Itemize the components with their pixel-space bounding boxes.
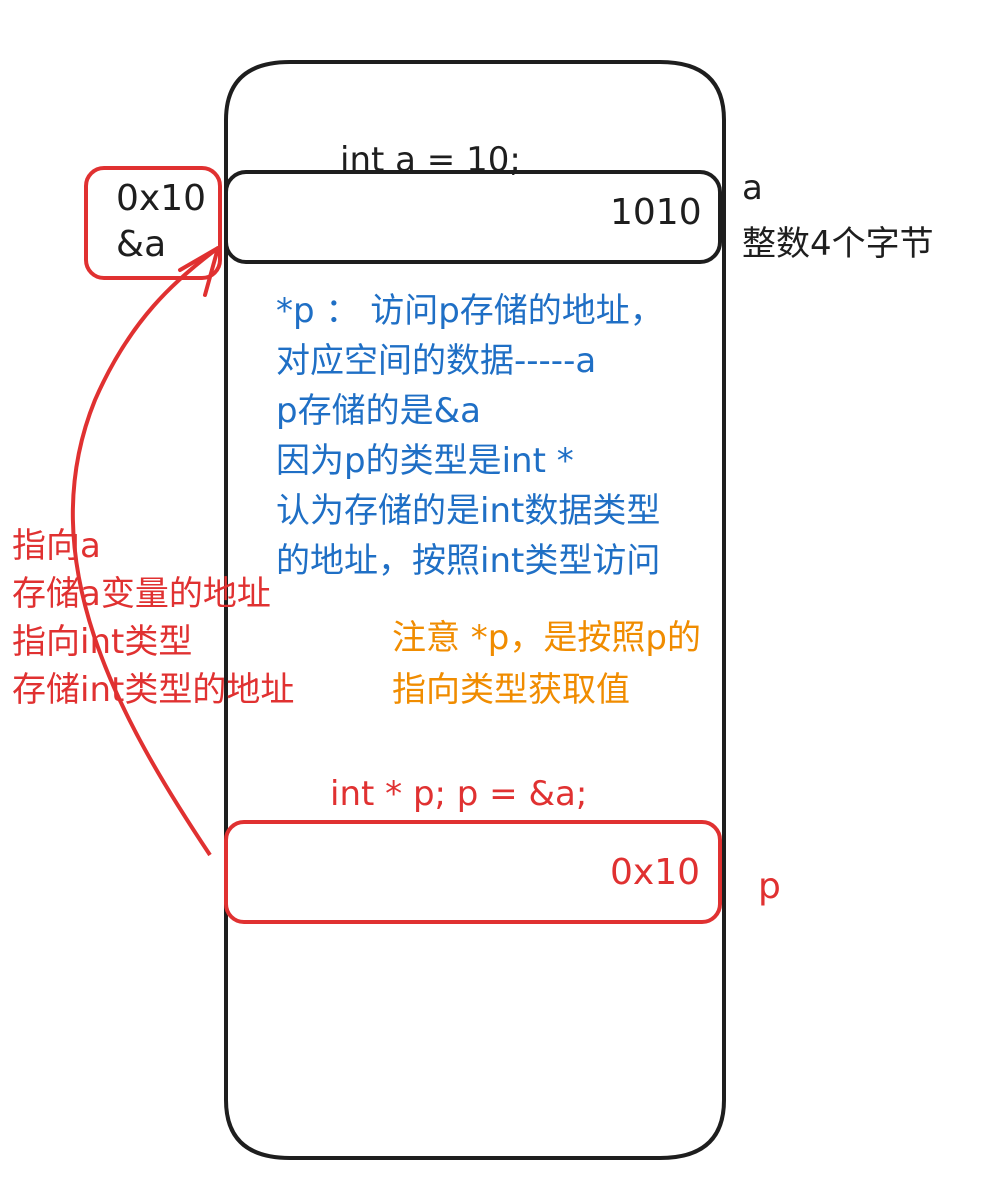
blue-note-line: 因为p的类型是int *	[276, 441, 574, 481]
blue-note: *p ： 访问p存储的地址， 对应空间的数据-----a p存储的是&a 因为p…	[276, 286, 664, 586]
memory-cell-a	[224, 170, 722, 264]
memory-cell-p	[224, 820, 722, 924]
orange-note: 注意 *p，是按照p的 指向类型获取值	[392, 612, 701, 716]
blue-note-line: 认为存储的是int数据类型	[276, 491, 661, 531]
red-note: 指向a 存储a变量的地址 指向int类型 存储int类型的地址	[12, 522, 294, 714]
red-note-line: 存储a变量的地址	[12, 574, 271, 614]
memory-block	[224, 60, 726, 1160]
label-a-desc: 整数4个字节	[742, 224, 934, 264]
red-note-line: 存储int类型的地址	[12, 670, 295, 710]
blue-note-line: 对应空间的数据-----a	[276, 341, 597, 381]
label-p: p	[758, 866, 781, 907]
blue-note-line: 的地址，按照int类型访问	[276, 541, 661, 581]
decl-p: int * p; p = &a;	[330, 774, 588, 814]
blue-note-line: p存储的是&a	[276, 391, 481, 431]
pointer-arrow-head	[178, 246, 220, 297]
red-note-line: 指向a	[12, 526, 101, 566]
cell-a-value: 1010	[610, 192, 702, 233]
pointer-arrow	[70, 246, 220, 857]
orange-note-line: 注意 *p，是按照p的	[392, 618, 701, 658]
address-value: 0x10	[116, 178, 207, 219]
address-of-a: &a	[116, 224, 167, 265]
cell-p-value: 0x10	[610, 852, 701, 893]
address-box	[84, 166, 222, 280]
decl-a: int a = 10;	[340, 140, 521, 180]
orange-note-line: 指向类型获取值	[392, 670, 630, 710]
label-a: a	[742, 168, 763, 208]
red-note-line: 指向int类型	[12, 622, 193, 662]
blue-note-line: *p ： 访问p存储的地址，	[276, 291, 664, 331]
